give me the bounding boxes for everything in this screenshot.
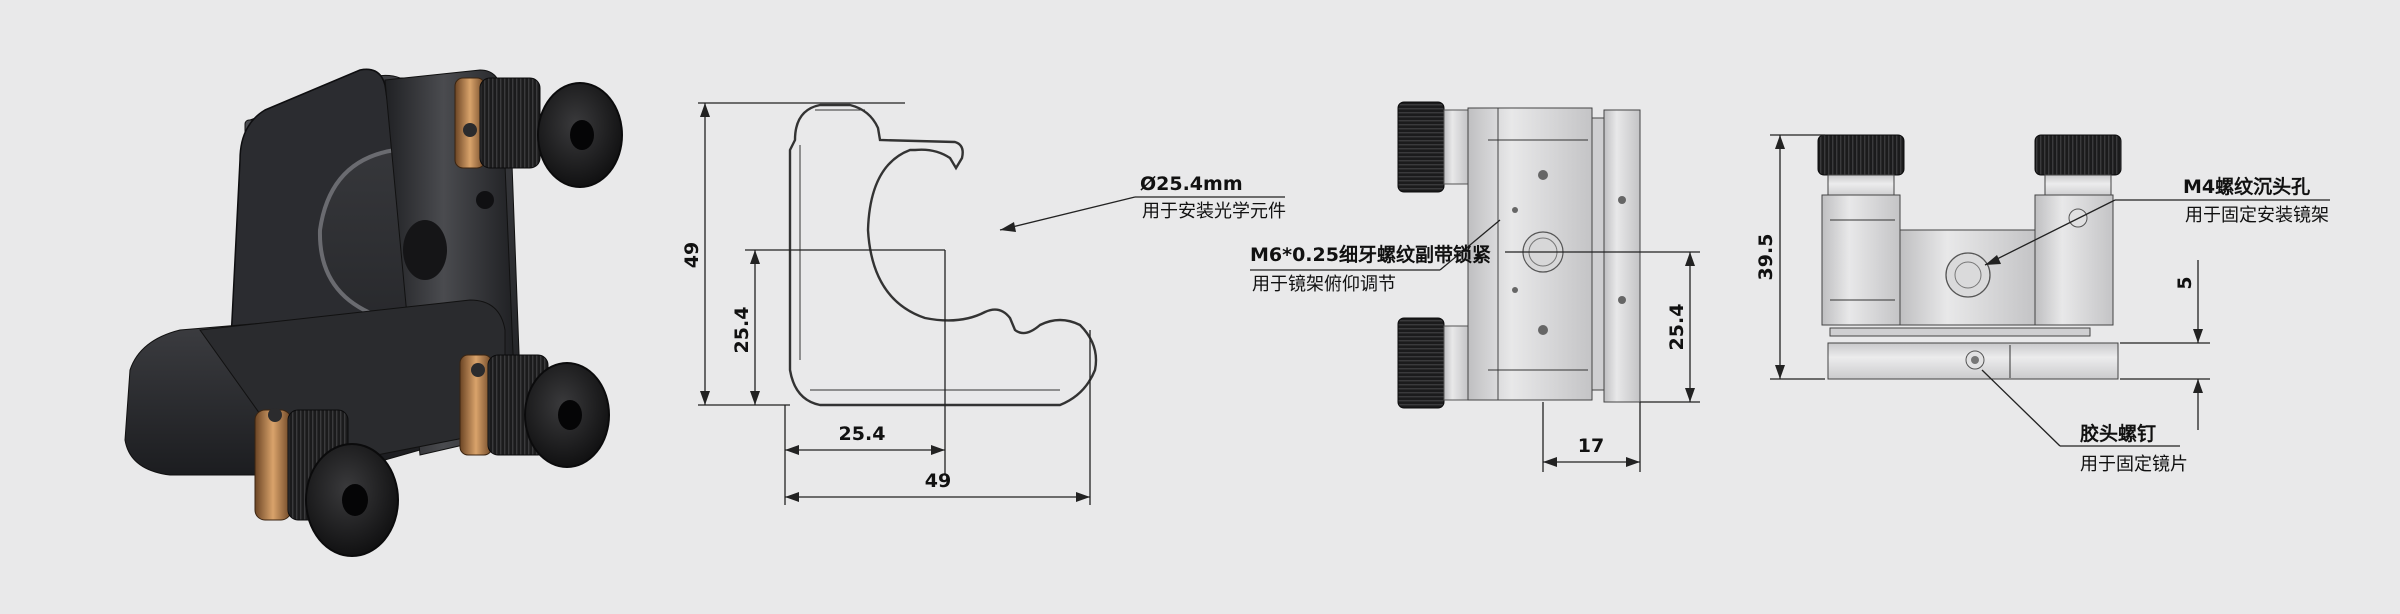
top-callout-bottom-line2: 用于固定镜片 <box>2080 454 2188 475</box>
front-view: 49 25.4 25.4 49 Ø25.4mm 用于安装光学元件 <box>681 102 1286 505</box>
front-dim-height-total: 49 <box>681 242 703 268</box>
top-dim-height-total: 39.5 <box>1755 234 1777 281</box>
side-callout-line1: M6*0.25细牙螺纹副带锁紧 <box>1250 243 1491 266</box>
front-dim-height-center: 25.4 <box>731 307 753 354</box>
top-dim-base-offset: 5 <box>2174 276 2196 289</box>
top-callout-top-line2: 用于固定安装镜架 <box>2185 205 2329 226</box>
side-view: 25.4 17 M6*0.25细牙螺纹副带锁紧 用于镜架俯仰调节 <box>1250 101 1700 472</box>
top-callout-bottom-line1: 胶头螺钉 <box>2080 422 2156 445</box>
front-dim-width-total: 49 <box>925 470 951 492</box>
side-dim-depth: 17 <box>1578 435 1604 457</box>
mirror-mount-render <box>124 68 623 557</box>
top-view: 39.5 5 M4螺纹沉头孔 用于固定安装镜架 胶头螺钉 用于固定镜片 <box>1755 134 2330 475</box>
front-callout-line2: 用于安装光学元件 <box>1142 201 1286 222</box>
front-profile-outline <box>788 103 1098 407</box>
side-callout-line2: 用于镜架俯仰调节 <box>1252 274 1396 295</box>
front-callout-line1: Ø25.4mm <box>1140 173 1243 195</box>
side-dim-height-center: 25.4 <box>1666 304 1688 351</box>
top-callout-top-line1: M4螺纹沉头孔 <box>2183 175 2310 198</box>
front-dim-width-center: 25.4 <box>839 423 886 445</box>
